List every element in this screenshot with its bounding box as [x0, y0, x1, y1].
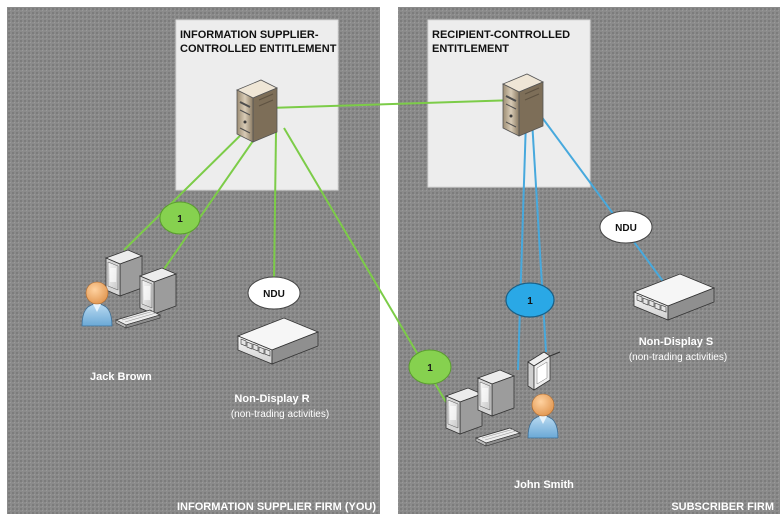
link-server-to-ndu-r — [273, 131, 277, 281]
supplier-entitlement-title-1: INFORMATION SUPPLIER- — [180, 29, 319, 41]
supplier-user-badge — [159, 201, 201, 235]
link-server-to-jack-1 — [123, 119, 257, 251]
ndu-s-badge — [599, 210, 653, 244]
supplier-server-icon — [236, 79, 278, 143]
ndu-s-label: NDU — [615, 223, 637, 234]
recipient-user-badge — [505, 282, 555, 318]
supplier-user-badge-label: 1 — [177, 214, 183, 225]
john-smith-label: John Smith — [514, 479, 574, 491]
supplier-firm-label: INFORMATION SUPPLIER FIRM (YOU) — [177, 501, 376, 513]
subscriber-firm-label: SUBSCRIBER FIRM — [671, 501, 774, 513]
link-server-to-server — [267, 99, 517, 109]
supplier-entitlement-box — [175, 19, 339, 191]
non-display-r-note: (non-trading activities) — [231, 409, 329, 420]
supplier-entitlement-title-2: CONTROLLED ENTITLEMENT — [180, 43, 337, 55]
tablet-icon — [527, 351, 561, 391]
link-recipient-to-ndu-s — [537, 111, 669, 289]
link-recipient-to-john-1 — [517, 119, 527, 371]
john-green-badge-label: 1 — [427, 363, 433, 374]
jack-brown-label: Jack Brown — [90, 371, 152, 383]
recipient-entitlement-title-1: RECIPIENT-CONTROLLED — [432, 29, 570, 41]
ndu-r-badge — [247, 276, 301, 310]
workstation-icon — [477, 369, 515, 417]
john-smith-workstation — [445, 351, 561, 447]
john-green-badge — [408, 349, 452, 385]
recipient-user-badge-label: 1 — [527, 296, 533, 307]
non-display-s-label: Non-Display S — [639, 336, 714, 348]
non-display-s-note: (non-trading activities) — [629, 352, 727, 363]
recipient-entitlement-title-2: ENTITLEMENT — [432, 43, 509, 55]
non-display-r-label: Non-Display R — [234, 393, 309, 405]
ndu-r-label: NDU — [263, 289, 285, 300]
link-server-to-jack-2 — [161, 127, 263, 273]
recipient-server-icon — [502, 73, 544, 137]
workstation-icon — [105, 249, 143, 297]
workstation-icon — [139, 267, 177, 315]
workstation-icon — [445, 387, 483, 435]
